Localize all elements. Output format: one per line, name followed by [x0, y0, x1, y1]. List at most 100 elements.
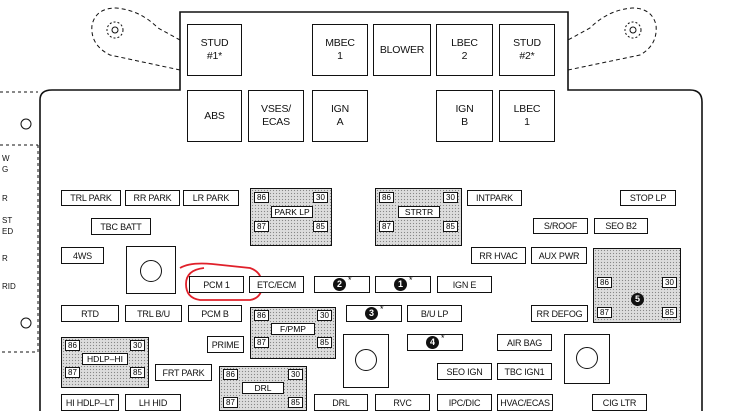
drl-relay-label: DRL: [242, 382, 284, 394]
socket-circle-right: [576, 347, 598, 369]
relay-pin-30: 30: [317, 310, 332, 321]
badge-2: 2: [333, 278, 346, 291]
relay-pin-30: 30: [130, 340, 145, 351]
rr-hvac-fuse: RR HVAC: [471, 247, 526, 264]
strtr-label: STRTR: [398, 206, 440, 218]
pcm1-highlight: [179, 262, 263, 301]
relay-pin-86: 86: [254, 192, 269, 203]
badge-5: 5: [631, 293, 644, 306]
socket-circle-left: [140, 260, 162, 282]
relay-pin-86: 86: [379, 192, 394, 203]
left-mount-ear: [91, 7, 181, 71]
left-edge-text-1: W: [2, 154, 10, 163]
rr-park-fuse: RR PARK: [125, 190, 180, 206]
relay-pin-30: 30: [443, 192, 458, 203]
strtr-relay: 86 30 87 85 STRTR: [375, 188, 462, 246]
relay-pin-86: 86: [254, 310, 269, 321]
relay-pin-85: 85: [313, 221, 328, 232]
vses-ecas-fuse: VSES/ ECAS: [248, 90, 304, 142]
fpmp-relay: 86 30 87 85 F/PMP: [250, 307, 336, 359]
fpmp-label: F/PMP: [271, 323, 315, 335]
relay-pin-87: 87: [379, 221, 394, 232]
badge-1-star: *: [409, 275, 413, 285]
pcm-b-fuse: PCM B: [188, 305, 242, 322]
drl-relay: 86 30 87 85 DRL: [219, 366, 307, 411]
badge-1: 1: [394, 278, 407, 291]
left-edge-text-4: ST: [2, 216, 13, 225]
lbec2-fuse: LBEC 2: [436, 24, 493, 76]
relay-pin-87: 87: [223, 397, 238, 408]
relay-pin-87: 87: [254, 337, 269, 348]
relay-pin-85: 85: [443, 221, 458, 232]
seo-b2-fuse: SEO B2: [594, 218, 648, 234]
pcm1-fuse: PCM 1: [189, 276, 244, 293]
hdlp-hi-relay: 86 30 87 85 HDLP–HI: [61, 337, 149, 388]
s-roof-fuse: S/ROOF: [533, 218, 588, 234]
hi-hdlp-lt-fuse: HI HDLP–LT: [61, 394, 119, 411]
etc-ecm-fuse: ETC/ECM: [249, 276, 304, 293]
relay-pin-85: 85: [130, 367, 145, 378]
relay-pin-85: 85: [288, 397, 303, 408]
right-mount-ear: [567, 7, 657, 71]
cig-ltr-fuse: CIG LTR: [592, 394, 647, 411]
left-edge-text-3: R: [2, 194, 8, 203]
bu-lp-fuse: B/U LP: [407, 305, 462, 322]
aux-pwr-fuse: AUX PWR: [531, 247, 587, 264]
hdlp-hi-label: HDLP–HI: [82, 353, 128, 365]
park-lp-relay: 86 30 87 85 PARK LP: [250, 188, 332, 246]
relay-pin-85: 85: [662, 307, 677, 318]
left-edge-text-7: RID: [2, 282, 16, 291]
rr-defog-fuse: RR DEFOG: [531, 305, 588, 322]
tbc-batt-fuse: TBC BATT: [91, 218, 151, 235]
relay-pin-85: 85: [317, 337, 332, 348]
ipc-dic-fuse: IPC/DIC: [437, 394, 492, 411]
blower-fuse: BLOWER: [373, 24, 431, 76]
4ws-fuse: 4WS: [61, 247, 104, 264]
relay-pin-87: 87: [65, 367, 80, 378]
relay-pin-86: 86: [597, 277, 612, 288]
stop-lp-fuse: STOP LP: [620, 190, 676, 206]
relay-pin-30: 30: [313, 192, 328, 203]
air-bag-fuse: AIR BAG: [497, 334, 552, 351]
drl-fuse: DRL: [314, 394, 368, 411]
hvac-ecas-fuse: HVAC/ECAS: [497, 394, 553, 411]
rvc-fuse: RVC: [375, 394, 430, 411]
badge-4-star: *: [441, 333, 445, 343]
relay-5: 86 30 87 85: [593, 248, 681, 323]
ign-e-fuse: IGN E: [437, 276, 492, 293]
frt-park-fuse: FRT PARK: [155, 364, 212, 381]
lbec1-fuse: LBEC 1: [499, 90, 555, 142]
seo-ign-fuse: SEO IGN: [437, 363, 492, 380]
tbc-ign1-fuse: TBC IGN1: [497, 363, 552, 380]
badge-4: 4: [426, 336, 439, 349]
lr-park-fuse: LR PARK: [183, 190, 239, 206]
badge-3-star: *: [380, 304, 384, 314]
rtd-fuse: RTD: [61, 305, 119, 322]
socket-circle-center: [355, 349, 377, 371]
lh-hid-fuse: LH HID: [125, 394, 181, 411]
trl-bu-fuse: TRL B/U: [125, 305, 182, 322]
relay-pin-30: 30: [288, 369, 303, 380]
left-edge-text-5: ED: [2, 227, 14, 236]
relay-pin-87: 87: [597, 307, 612, 318]
left-edge-text-6: R: [2, 254, 8, 263]
relay-pin-86: 86: [223, 369, 238, 380]
left-edge-text-2: G: [2, 165, 9, 174]
abs-fuse: ABS: [187, 90, 242, 142]
badge-3: 3: [365, 307, 378, 320]
mbec1-fuse: MBEC 1: [312, 24, 368, 76]
stud1-fuse: STUD #1*: [187, 24, 242, 76]
intpark-fuse: INTPARK: [467, 190, 522, 206]
trl-park-fuse: TRL PARK: [61, 190, 121, 206]
prime-fuse: PRIME: [207, 336, 244, 353]
relay-pin-30: 30: [662, 277, 677, 288]
park-lp-label: PARK LP: [271, 206, 313, 218]
ign-a-fuse: IGN A: [312, 90, 368, 142]
ign-b-fuse: IGN B: [436, 90, 493, 142]
relay-pin-87: 87: [254, 221, 269, 232]
relay-pin-86: 86: [65, 340, 80, 351]
stud2-fuse: STUD #2*: [499, 24, 555, 76]
badge-2-star: *: [348, 275, 352, 285]
